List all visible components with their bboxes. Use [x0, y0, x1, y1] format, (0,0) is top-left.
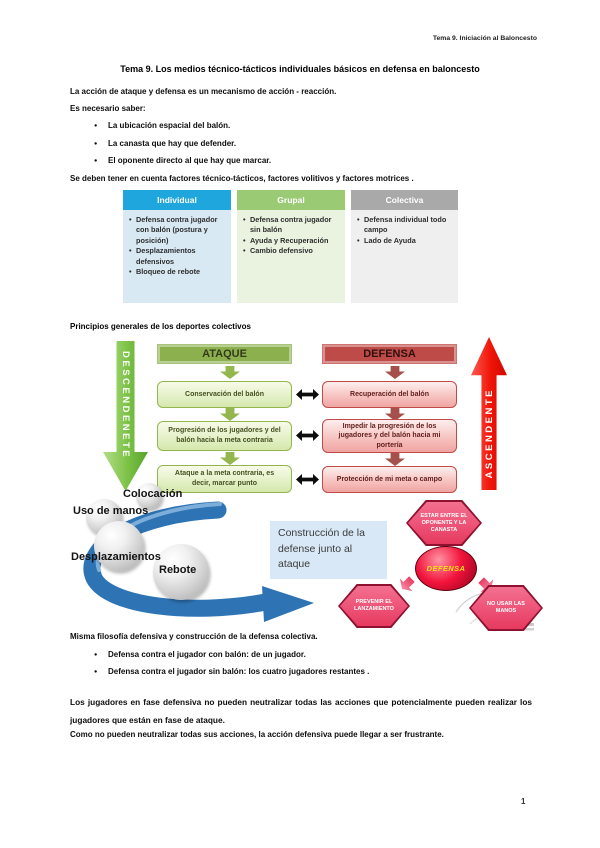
fundamental-label: Colocación — [123, 488, 183, 500]
intro-bullet: La ubicación espacial del balón. — [94, 121, 528, 130]
intro-line-1: La acción de ataque y defensa es un meca… — [70, 87, 337, 96]
double-arrow-icon — [296, 389, 319, 400]
down-arrow-icon — [385, 453, 405, 466]
construction-note: Construcción de la defense junto al ataq… — [270, 521, 387, 579]
defensa-sphere: DEFENSA — [415, 546, 477, 591]
list-item: Cambio defensivo — [243, 246, 341, 257]
defense-step: Impedir la progresión de los jugadores y… — [322, 419, 457, 453]
closing-bullet: Defensa contra el jugador sin balón: los… — [94, 667, 528, 676]
defense-step: Protección de mi meta o campo — [322, 466, 457, 493]
level-box-grupal: Grupal Defensa contra jugador sin balón … — [237, 190, 345, 303]
page-number: 1 — [521, 797, 526, 806]
level-box-grupal-body: Defensa contra jugador sin balón Ayuda y… — [237, 210, 345, 303]
section-heading: Principios generales de los deportes col… — [70, 322, 251, 331]
page-title: Tema 9. Los medios técnico-tácticos indi… — [120, 64, 480, 74]
level-box-colectiva: Colectiva Defensa individual todo campo … — [351, 190, 458, 303]
double-arrow-icon — [296, 474, 319, 485]
hexagon-prevenir: PREVENIR EL LANZAMIENTO — [338, 584, 410, 628]
hexagon-label: NO USAR LAS MANOS — [471, 587, 541, 629]
closing-line-2: Como no pueden neutralizar todas sus acc… — [70, 730, 444, 739]
hexagon-label: ESTAR ENTRE EL OPONENTE Y LA CANASTA — [408, 502, 480, 544]
sphere-icon — [94, 521, 144, 571]
fundamental-label: Uso de manos — [73, 505, 149, 517]
level-box-individual: Individual Defensa contra jugador con ba… — [123, 190, 231, 303]
attack-step: Ataque a la meta contraria, es decir, ma… — [157, 465, 292, 493]
sphere-icon — [153, 544, 209, 600]
hexagon-label: PREVENIR EL LANZAMIENTO — [340, 586, 408, 626]
defense-header: DEFENSA — [322, 344, 457, 364]
level-box-colectiva-body: Defensa individual todo campo Lado de Ay… — [351, 210, 458, 303]
fundamental-label: Rebote — [159, 564, 197, 576]
list-item: Lado de Ayuda — [357, 236, 454, 247]
down-arrow-icon — [220, 366, 240, 379]
level-box-grupal-header: Grupal — [237, 190, 345, 210]
double-arrow-icon — [296, 430, 319, 441]
down-arrow-icon — [220, 452, 240, 465]
down-arrow-icon — [385, 366, 405, 379]
closing-paragraph: Los jugadores en fase defensiva no puede… — [70, 697, 532, 725]
list-item: Defensa contra jugador con balón (postur… — [129, 215, 227, 246]
intro-bullet: El oponente directo al que hay que marca… — [94, 156, 528, 165]
defensa-label: DEFENSA — [426, 564, 466, 573]
down-arrow-icon — [220, 408, 240, 421]
fundamental-label: Desplazamientos — [71, 551, 161, 563]
level-box-individual-body: Defensa contra jugador con balón (postur… — [123, 210, 231, 303]
list-item: Bloqueo de rebote — [129, 267, 227, 278]
attack-step: Conservación del balón — [157, 381, 292, 408]
intro-line-3: Se deben tener en cuenta factores técnic… — [70, 174, 414, 183]
closing-bullet: Defensa contra el jugador con balón: de … — [94, 650, 528, 659]
intro-line-2: Es necesario saber: — [70, 104, 146, 113]
down-left-arrow-icon — [396, 573, 419, 596]
list-item: Defensa contra jugador sin balón — [243, 215, 341, 236]
descendente-arrow-icon: DESCENDENETE — [103, 341, 148, 491]
list-item: Desplazamientos defensivos — [129, 246, 227, 267]
level-box-individual-header: Individual — [123, 190, 231, 210]
attack-header: ATAQUE — [157, 344, 292, 364]
sphere-icon — [136, 483, 162, 509]
intro-bullet: La canasta que hay que defender. — [94, 139, 528, 148]
ascendente-arrow-icon: ASCENDENTE — [471, 337, 507, 490]
running-header: Tema 9. Iniciación al Baloncesto — [432, 35, 537, 42]
level-box-colectiva-header: Colectiva — [351, 190, 458, 210]
closing-line-1: Misma filosofía defensiva y construcción… — [70, 632, 318, 641]
defense-step: Recuperación del balón — [322, 381, 457, 408]
list-item: Ayuda y Recuperación — [243, 236, 341, 247]
descendente-label: DESCENDENETE — [120, 351, 131, 460]
attack-step: Progresión de los jugadores y del balón … — [157, 421, 292, 451]
ascendente-label: ASCENDENTE — [483, 387, 495, 478]
hexagon-estar-entre: ESTAR ENTRE EL OPONENTE Y LA CANASTA — [406, 500, 482, 546]
list-item: Defensa individual todo campo — [357, 215, 454, 236]
